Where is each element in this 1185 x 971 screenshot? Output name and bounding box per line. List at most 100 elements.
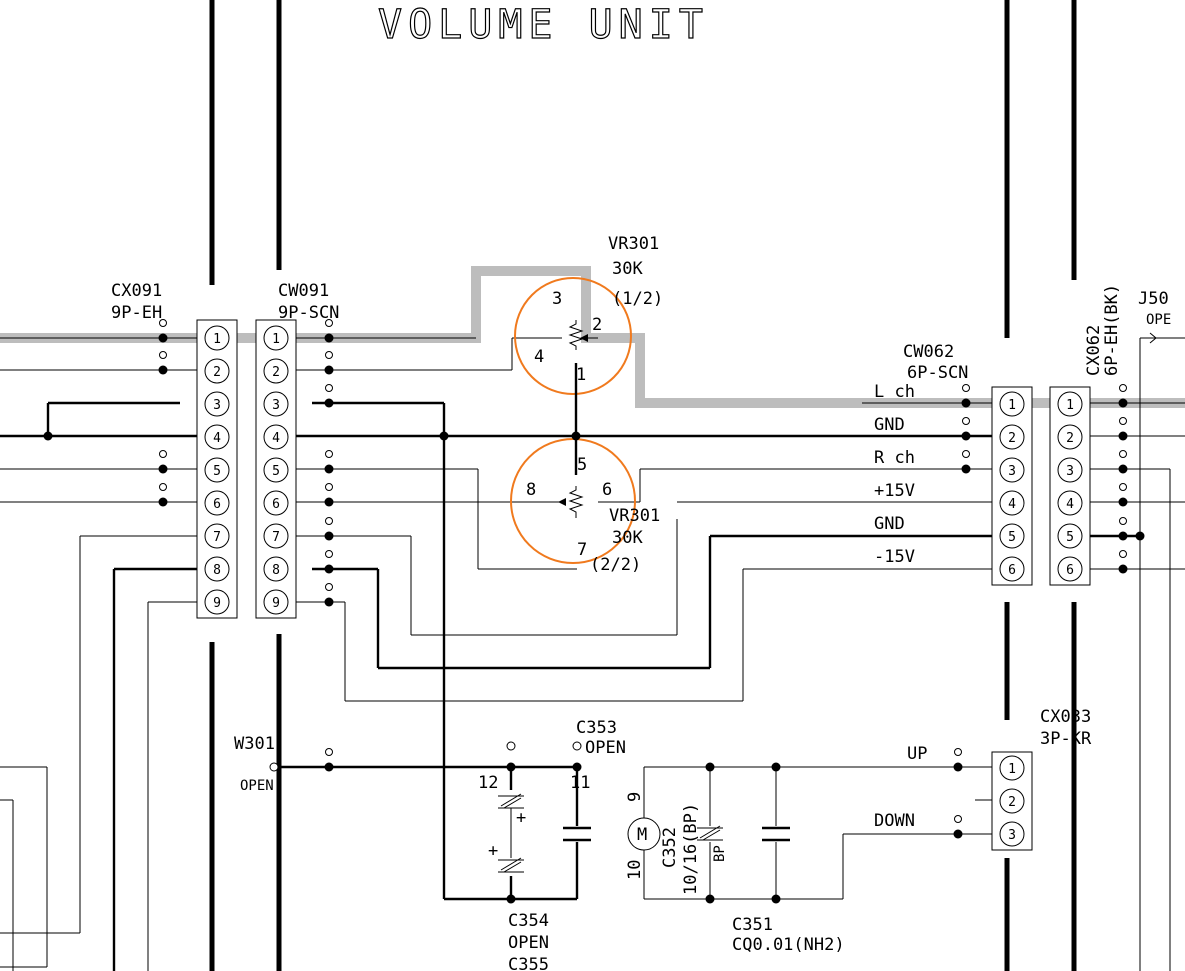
section-separators (209, 0, 1077, 971)
vr301-b-pin-label: 5 (577, 455, 587, 475)
wires-right (1090, 337, 1185, 971)
cw062-pin (999, 490, 1025, 516)
j50-note: OPE (1146, 312, 1171, 328)
vr301-b-wiper-arrow-icon (558, 498, 566, 506)
junction-dots (43, 333, 1145, 904)
signal-label: R ch (874, 448, 915, 468)
cx091-pin (204, 358, 230, 384)
cw062-pin (999, 457, 1025, 483)
c351-value: CQ0.01(NH2) (732, 935, 845, 955)
vr301-b-pin-label: 6 (602, 480, 612, 500)
cw091-pin-number: 7 (272, 530, 280, 545)
cw062-ref: CW062 (903, 342, 954, 362)
motor-pin-label: 10 (625, 860, 645, 880)
cw091-pin (263, 358, 289, 384)
vr301-b-value: 30K (612, 528, 643, 548)
cx062-pin-number: 3 (1066, 464, 1074, 479)
cw062-pin-number: 1 (1008, 398, 1016, 413)
capacitor-c353: C353 OPEN (563, 718, 626, 842)
cw091-pin (263, 391, 289, 417)
motor-c352: M 9 10 C352 10/16(BP) BP (625, 792, 728, 895)
cx091-pin-number: 9 (213, 596, 221, 611)
cw062-body (991, 386, 1033, 586)
c354-terminal (506, 741, 516, 751)
cx033-pin-number: 3 (1008, 828, 1016, 843)
signal-highlight-path (0, 266, 1185, 408)
cw091-pin (263, 556, 289, 582)
cx033-ref: CX033 (1040, 707, 1091, 727)
capacitor-c354: 12 11 + + C354 OPEN C355 (478, 741, 590, 971)
cx091-pin (204, 424, 230, 450)
cw091-pin-number: 3 (272, 398, 280, 413)
cx033-pin (999, 755, 1025, 781)
test-points (159, 319, 1127, 823)
signal-labels: L ch GND R ch +15V GND -15V (874, 382, 915, 567)
cx062-pin (1057, 424, 1083, 450)
cw091-pin (263, 523, 289, 549)
cx062-pin-number: 5 (1066, 530, 1074, 545)
cx062-body (1049, 386, 1091, 586)
cx091-pin-number: 5 (213, 464, 221, 479)
cx091-pin-number: 7 (213, 530, 221, 545)
cw091-pin-number: 2 (272, 365, 280, 380)
cx091-pin-number: 6 (213, 497, 221, 512)
wires-middle (296, 337, 992, 901)
vr301-a-pin-label: 1 (576, 365, 586, 385)
vr301-b-resistor-icon (568, 486, 584, 518)
cx091-pin (204, 523, 230, 549)
cw091-pin (263, 490, 289, 516)
c351-ref: C351 (732, 915, 773, 935)
capacitor-c351: C351 CQ0.01(NH2) (732, 826, 845, 955)
cx091-pin-number: 8 (213, 563, 221, 578)
c352-bp: BP (712, 845, 728, 862)
cw091-pin-number: 5 (272, 464, 280, 479)
motor-icon (627, 817, 661, 851)
jack-j50: J50 OPE (1138, 289, 1171, 344)
cw091-pin-number: 1 (272, 332, 280, 347)
motor-symbol: M (637, 825, 647, 845)
cx062-pin (1057, 523, 1083, 549)
cx091-pin (204, 490, 230, 516)
signal-label: +15V (874, 481, 915, 501)
vr301-a-part: (1/2) (612, 289, 663, 309)
potentiometer-vr301-b: VR301 30K (2/2) 5 8 6 7 (510, 436, 660, 575)
cw062-pin-number: 5 (1008, 530, 1016, 545)
cw091-pin (263, 424, 289, 450)
cx062-pin (1057, 457, 1083, 483)
cw062-pin-number: 2 (1008, 431, 1016, 446)
cx091-pin (204, 457, 230, 483)
c354-pin-label: 11 (570, 773, 590, 793)
cx033-pin (999, 788, 1025, 814)
cw091-pin-number: 6 (272, 497, 280, 512)
up-label: UP (907, 744, 927, 764)
cw062-pin-number: 3 (1008, 464, 1016, 479)
cx062-pin (1057, 391, 1083, 417)
vr301-a-pin-label: 4 (534, 347, 544, 367)
vr301-a-pin-label: 2 (592, 315, 602, 335)
cw091-pin (263, 457, 289, 483)
cw062-type: 6P-SCN (907, 363, 968, 383)
cx091-pin-number: 3 (213, 398, 221, 413)
vr301-a-resistor-icon (568, 320, 584, 350)
cx062-pin-number: 6 (1066, 563, 1074, 578)
cw062-pin (999, 523, 1025, 549)
c354-polarity: + (516, 808, 526, 828)
cx062-pin (1057, 556, 1083, 582)
cx091-pin-number: 4 (213, 431, 221, 446)
cx062-type: 6P-EH(BK) (1102, 284, 1122, 376)
vr301-b-part: (2/2) (590, 555, 641, 575)
vr301-b-ref: VR301 (609, 506, 660, 526)
cw062-pin (999, 391, 1025, 417)
cw091-pin-number: 4 (272, 431, 280, 446)
cx091-ref: CX091 (111, 281, 162, 301)
c355-polarity: + (488, 841, 498, 861)
c352-value: 10/16(BP) (681, 803, 701, 895)
c354-ref: C354 (508, 911, 549, 931)
cw091-pin (263, 325, 289, 351)
cx091-pin (204, 391, 230, 417)
signal-label: -15V (874, 547, 915, 567)
w301-ref: W301 (234, 734, 275, 754)
signal-label: L ch (874, 382, 915, 402)
